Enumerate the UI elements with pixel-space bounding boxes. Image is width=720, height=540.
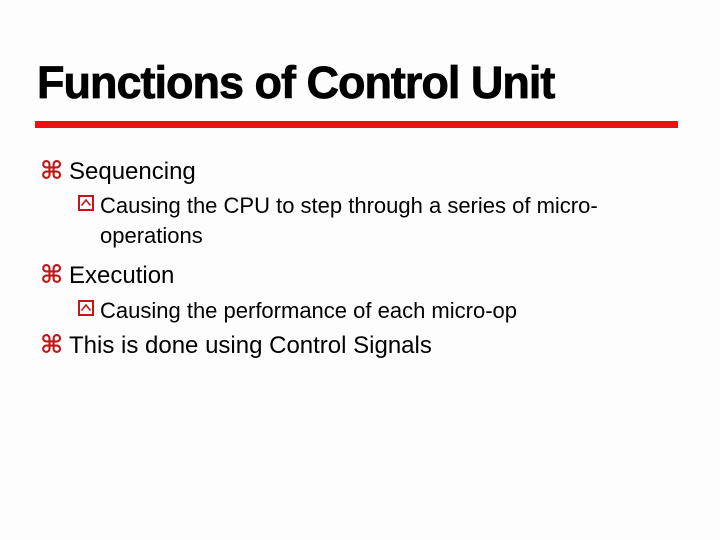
sub-bullet-text-line: Causing the performance of each micro-op bbox=[100, 298, 517, 323]
bullet-item: ⌘This is done using Control Signals bbox=[40, 330, 432, 361]
sub-bullet-text: Causing the performance of each micro-op bbox=[100, 296, 517, 326]
command-bullet-icon: ⌘ bbox=[40, 260, 64, 289]
sub-bullet-text-line: Causing the CPU to step through a series… bbox=[100, 193, 598, 218]
bullet-text: This is done using Control Signals bbox=[69, 332, 432, 359]
sub-bullet-text: Causing the CPU to step through a series… bbox=[100, 191, 598, 251]
command-bullet-icon: ⌘ bbox=[40, 330, 64, 359]
sub-bullet-item: Causing the performance of each micro-op bbox=[78, 296, 517, 326]
sub-bullet-item: Causing the CPU to step through a series… bbox=[78, 191, 598, 251]
bullet-text: Sequencing bbox=[69, 158, 196, 185]
chevron-box-bullet-icon bbox=[78, 300, 94, 316]
command-bullet-icon: ⌘ bbox=[40, 156, 64, 185]
slide-title: Functions of Control Unit bbox=[37, 57, 556, 108]
bullet-item: ⌘Execution bbox=[40, 260, 174, 291]
bullet-text: Execution bbox=[69, 262, 175, 289]
sub-bullet-text-line: operations bbox=[100, 223, 203, 248]
title-divider-rule bbox=[35, 121, 678, 128]
bullet-item: ⌘Sequencing bbox=[40, 156, 196, 187]
chevron-box-bullet-icon bbox=[78, 195, 94, 211]
